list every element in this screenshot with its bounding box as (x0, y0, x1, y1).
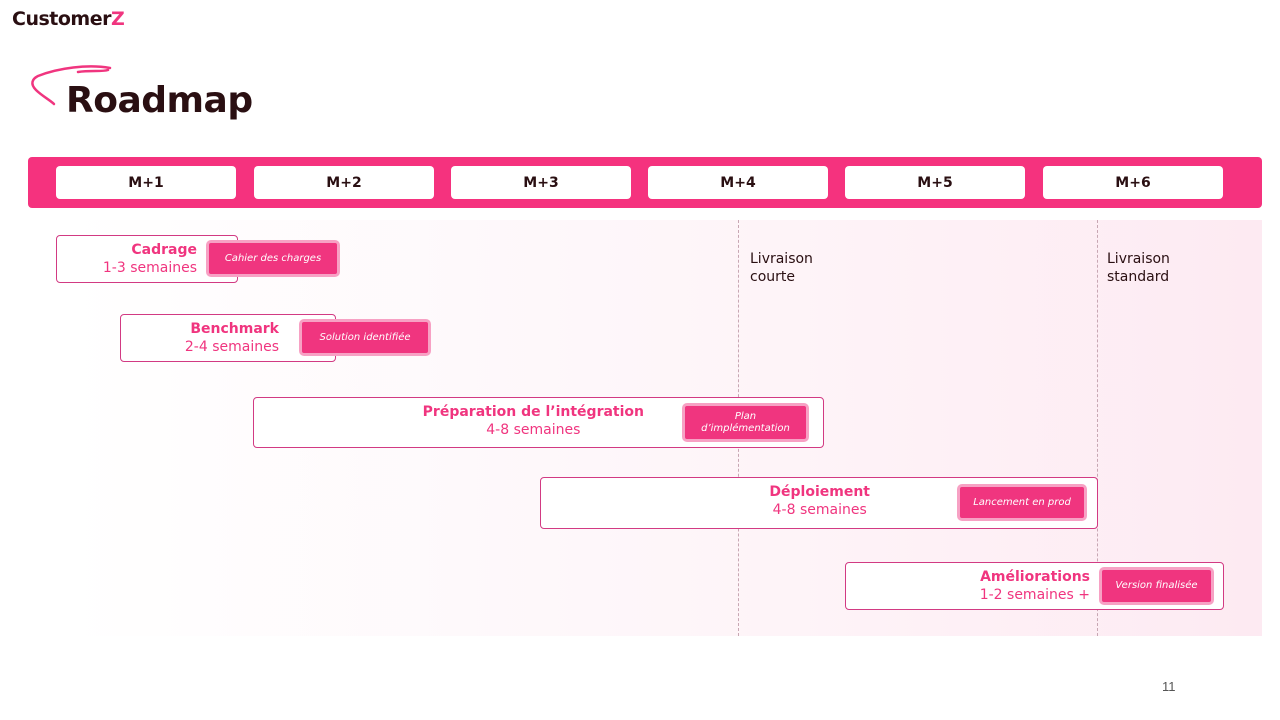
logo-text: Customer (12, 8, 111, 30)
phase-text: Préparation de l’intégration 4-8 semaine… (423, 403, 644, 439)
customerz-logo: CustomerZ (12, 8, 125, 30)
phase-name: Améliorations (980, 569, 1090, 585)
phase-text: Cadrage 1-3 semaines (103, 241, 197, 277)
phase-text: Benchmark 2-4 semaines (185, 320, 279, 356)
month-label: M+3 (451, 166, 631, 199)
page-number: 11 (1162, 679, 1176, 694)
milestone-line: Livraison standard (1107, 251, 1170, 285)
page-title: Roadmap (66, 80, 253, 121)
deliverable-badge: Plan d’implémentation (682, 403, 809, 442)
phase-name: Préparation de l’intégration (422, 404, 644, 420)
milestone-line: Livraison courte (750, 251, 813, 285)
deliverable-badge: Solution identifiée (299, 319, 431, 356)
deliverable-badge: Lancement en prod (957, 484, 1087, 521)
month-label: M+4 (648, 166, 828, 199)
logo-z: Z (110, 8, 125, 30)
phase-text: Améliorations 1-2 semaines + (980, 568, 1090, 604)
month-label: M+6 (1043, 166, 1223, 199)
swoosh-icon (31, 65, 112, 106)
milestone-label: Livraison courte (750, 250, 813, 286)
month-label: M+5 (845, 166, 1025, 199)
phase-duration: 4-8 semaines (486, 422, 581, 438)
month-header-bar: M+1 M+2 M+3 M+4 M+5 M+6 (28, 157, 1262, 208)
deliverable-badge: Cahier des charges (206, 240, 340, 277)
phase-duration: 2-4 semaines (184, 339, 279, 355)
month-label: M+1 (56, 166, 236, 199)
deliverable-badge: Version finalisée (1099, 567, 1214, 605)
phase-duration: 1-3 semaines (102, 260, 197, 276)
phase-duration: 4-8 semaines (772, 502, 867, 518)
phase-name: Cadrage (131, 242, 197, 258)
phase-name: Déploiement (769, 484, 870, 500)
month-label: M+2 (254, 166, 434, 199)
phase-text: Déploiement 4-8 semaines (769, 483, 870, 519)
milestone-divider (1097, 220, 1098, 636)
milestone-label: Livraison standard (1107, 250, 1170, 286)
phase-name: Benchmark (190, 321, 279, 337)
phase-duration: 1-2 semaines + (979, 587, 1090, 603)
